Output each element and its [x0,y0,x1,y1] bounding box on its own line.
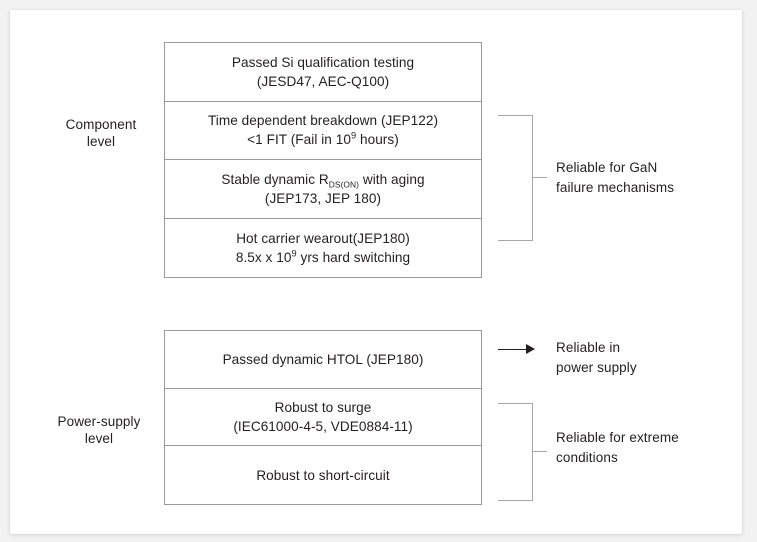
component-level-label-line2: level [86,134,116,149]
power-row-1-text: Passed dynamic HTOL (JEP180) [223,350,424,369]
power-row-2-text: Robust to surge (IEC61000-4-5, VDE0884-1… [233,398,412,436]
component-level-brace [498,115,533,241]
component-row-3-line1-pre: Stable dynamic R [221,171,329,187]
power-row-1-line1: Passed dynamic HTOL (JEP180) [222,351,424,367]
table-row: Passed Si qualification testing (JESD47,… [165,43,481,102]
component-row-2-text: Time dependent breakdown (JEP122) <1 FIT… [208,111,438,149]
component-row-4-line1: Hot carrier wearout(JEP180) [236,230,410,246]
table-row: Passed dynamic HTOL (JEP180) [165,331,481,389]
power-supply-arrow-line [498,349,528,351]
component-row-3-line1: Stable dynamic RDS(ON) with aging [221,171,425,190]
power-supply-level-label: Power-supply level [34,413,164,447]
outcome-gan-line2: failure mechanisms [556,179,675,195]
power-supply-level-label-line1: Power-supply [57,414,141,429]
component-row-4-exponent: 9 [291,248,297,259]
table-row: Hot carrier wearout(JEP180) 8.5x x 109 y… [165,219,481,278]
table-row: Robust to short-circuit [165,446,481,504]
table-row: Robust to surge (IEC61000-4-5, VDE0884-1… [165,389,481,447]
component-row-2-exponent: 9 [350,130,357,141]
component-row-3-line1-post: with aging [359,171,425,187]
component-row-4-line2-post: yrs hard switching [296,249,411,265]
component-level-brace-tick [533,177,547,178]
power-row-2-line2: (IEC61000-4-5, VDE0884-11) [233,418,413,434]
component-row-2-line2-pre: <1 FIT (Fail in 10 [247,132,351,148]
component-row-3-line2: (JEP173, JEP 180) [264,190,382,206]
power-row-2-line1: Robust to surge [274,399,372,415]
arrow-right-icon [526,344,535,354]
outcome-reliable-for-gan-failure-mechanisms: Reliable for GaN failure mechanisms [556,158,736,197]
outcome-gan-line1: Reliable for GaN [556,160,658,175]
power-supply-level-table: Passed dynamic HTOL (JEP180) Robust to s… [164,330,482,505]
component-row-2-line2: <1 FIT (Fail in 109 hours) [208,130,438,149]
power-row-3-line1: Robust to short-circuit [256,467,390,483]
outcome-power-line1: Reliable in [556,340,621,355]
component-level-label-line1: Component [65,117,137,132]
power-supply-level-label-line2: level [84,431,114,446]
component-row-3-text: Stable dynamic RDS(ON) with aging (JEP17… [221,170,424,208]
component-row-2-line2-post: hours) [356,132,399,148]
outcome-reliable-in-power-supply: Reliable in power supply [556,338,736,377]
component-row-4-line2-pre: 8.5x x 10 [235,249,292,265]
outcome-extreme-line1: Reliable for extreme [556,430,679,445]
component-level-label: Component level [40,116,162,150]
extreme-conditions-brace-tick [533,451,547,452]
outcome-reliable-for-extreme-conditions: Reliable for extreme conditions [556,428,736,467]
outcome-extreme-line2: conditions [556,449,618,465]
table-row: Time dependent breakdown (JEP122) <1 FIT… [165,102,481,160]
component-level-table: Passed Si qualification testing (JESD47,… [164,42,482,278]
component-row-4-line2: 8.5x x 109 yrs hard switching [236,248,410,267]
component-row-1-line2: (JESD47, AEC-Q100) [256,73,390,89]
power-row-3-text: Robust to short-circuit [256,466,389,485]
table-row: Stable dynamic RDS(ON) with aging (JEP17… [165,160,481,219]
component-row-3-subscript: DS(ON) [328,179,360,190]
component-row-4-text: Hot carrier wearout(JEP180) 8.5x x 109 y… [236,229,410,267]
component-row-2-line1: Time dependent breakdown (JEP122) [207,113,439,129]
component-row-1-line1: Passed Si qualification testing [231,54,415,70]
component-row-1-text: Passed Si qualification testing (JESD47,… [232,53,414,91]
extreme-conditions-brace [498,403,533,501]
outcome-power-line2: power supply [556,359,637,375]
